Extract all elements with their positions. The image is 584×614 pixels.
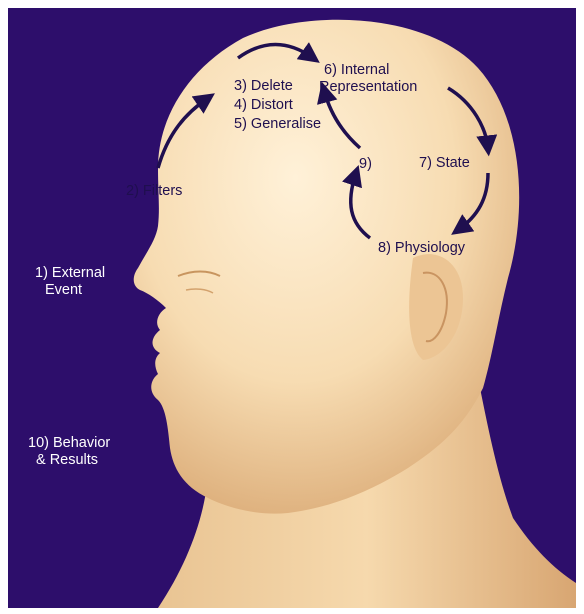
label-external-line2: Event [45, 282, 105, 299]
label-physiology: 8) Physiology [378, 240, 465, 257]
label-behavior-line2: & Results [36, 452, 110, 469]
label-state: 7) State [419, 155, 470, 172]
label-distort: 4) Distort [234, 97, 293, 114]
label-behavior-line1: 10) Behavior [28, 435, 110, 452]
label-delete: 3) Delete [234, 78, 293, 95]
diagram-frame: 2) Filters 3) Delete 4) Distort 5) Gener… [8, 8, 576, 608]
label-nine: 9) [359, 156, 372, 173]
label-internal-representation: 6) Internal Representation [324, 62, 417, 96]
label-internal-line1: 6) Internal [324, 62, 417, 79]
label-behavior-results: 10) Behavior & Results [28, 435, 110, 469]
label-external-event: 1) External Event [35, 265, 105, 299]
label-external-line1: 1) External [35, 265, 105, 282]
label-internal-line2: Representation [319, 79, 417, 96]
label-filters: 2) Filters [126, 183, 182, 200]
label-generalise: 5) Generalise [234, 116, 321, 133]
